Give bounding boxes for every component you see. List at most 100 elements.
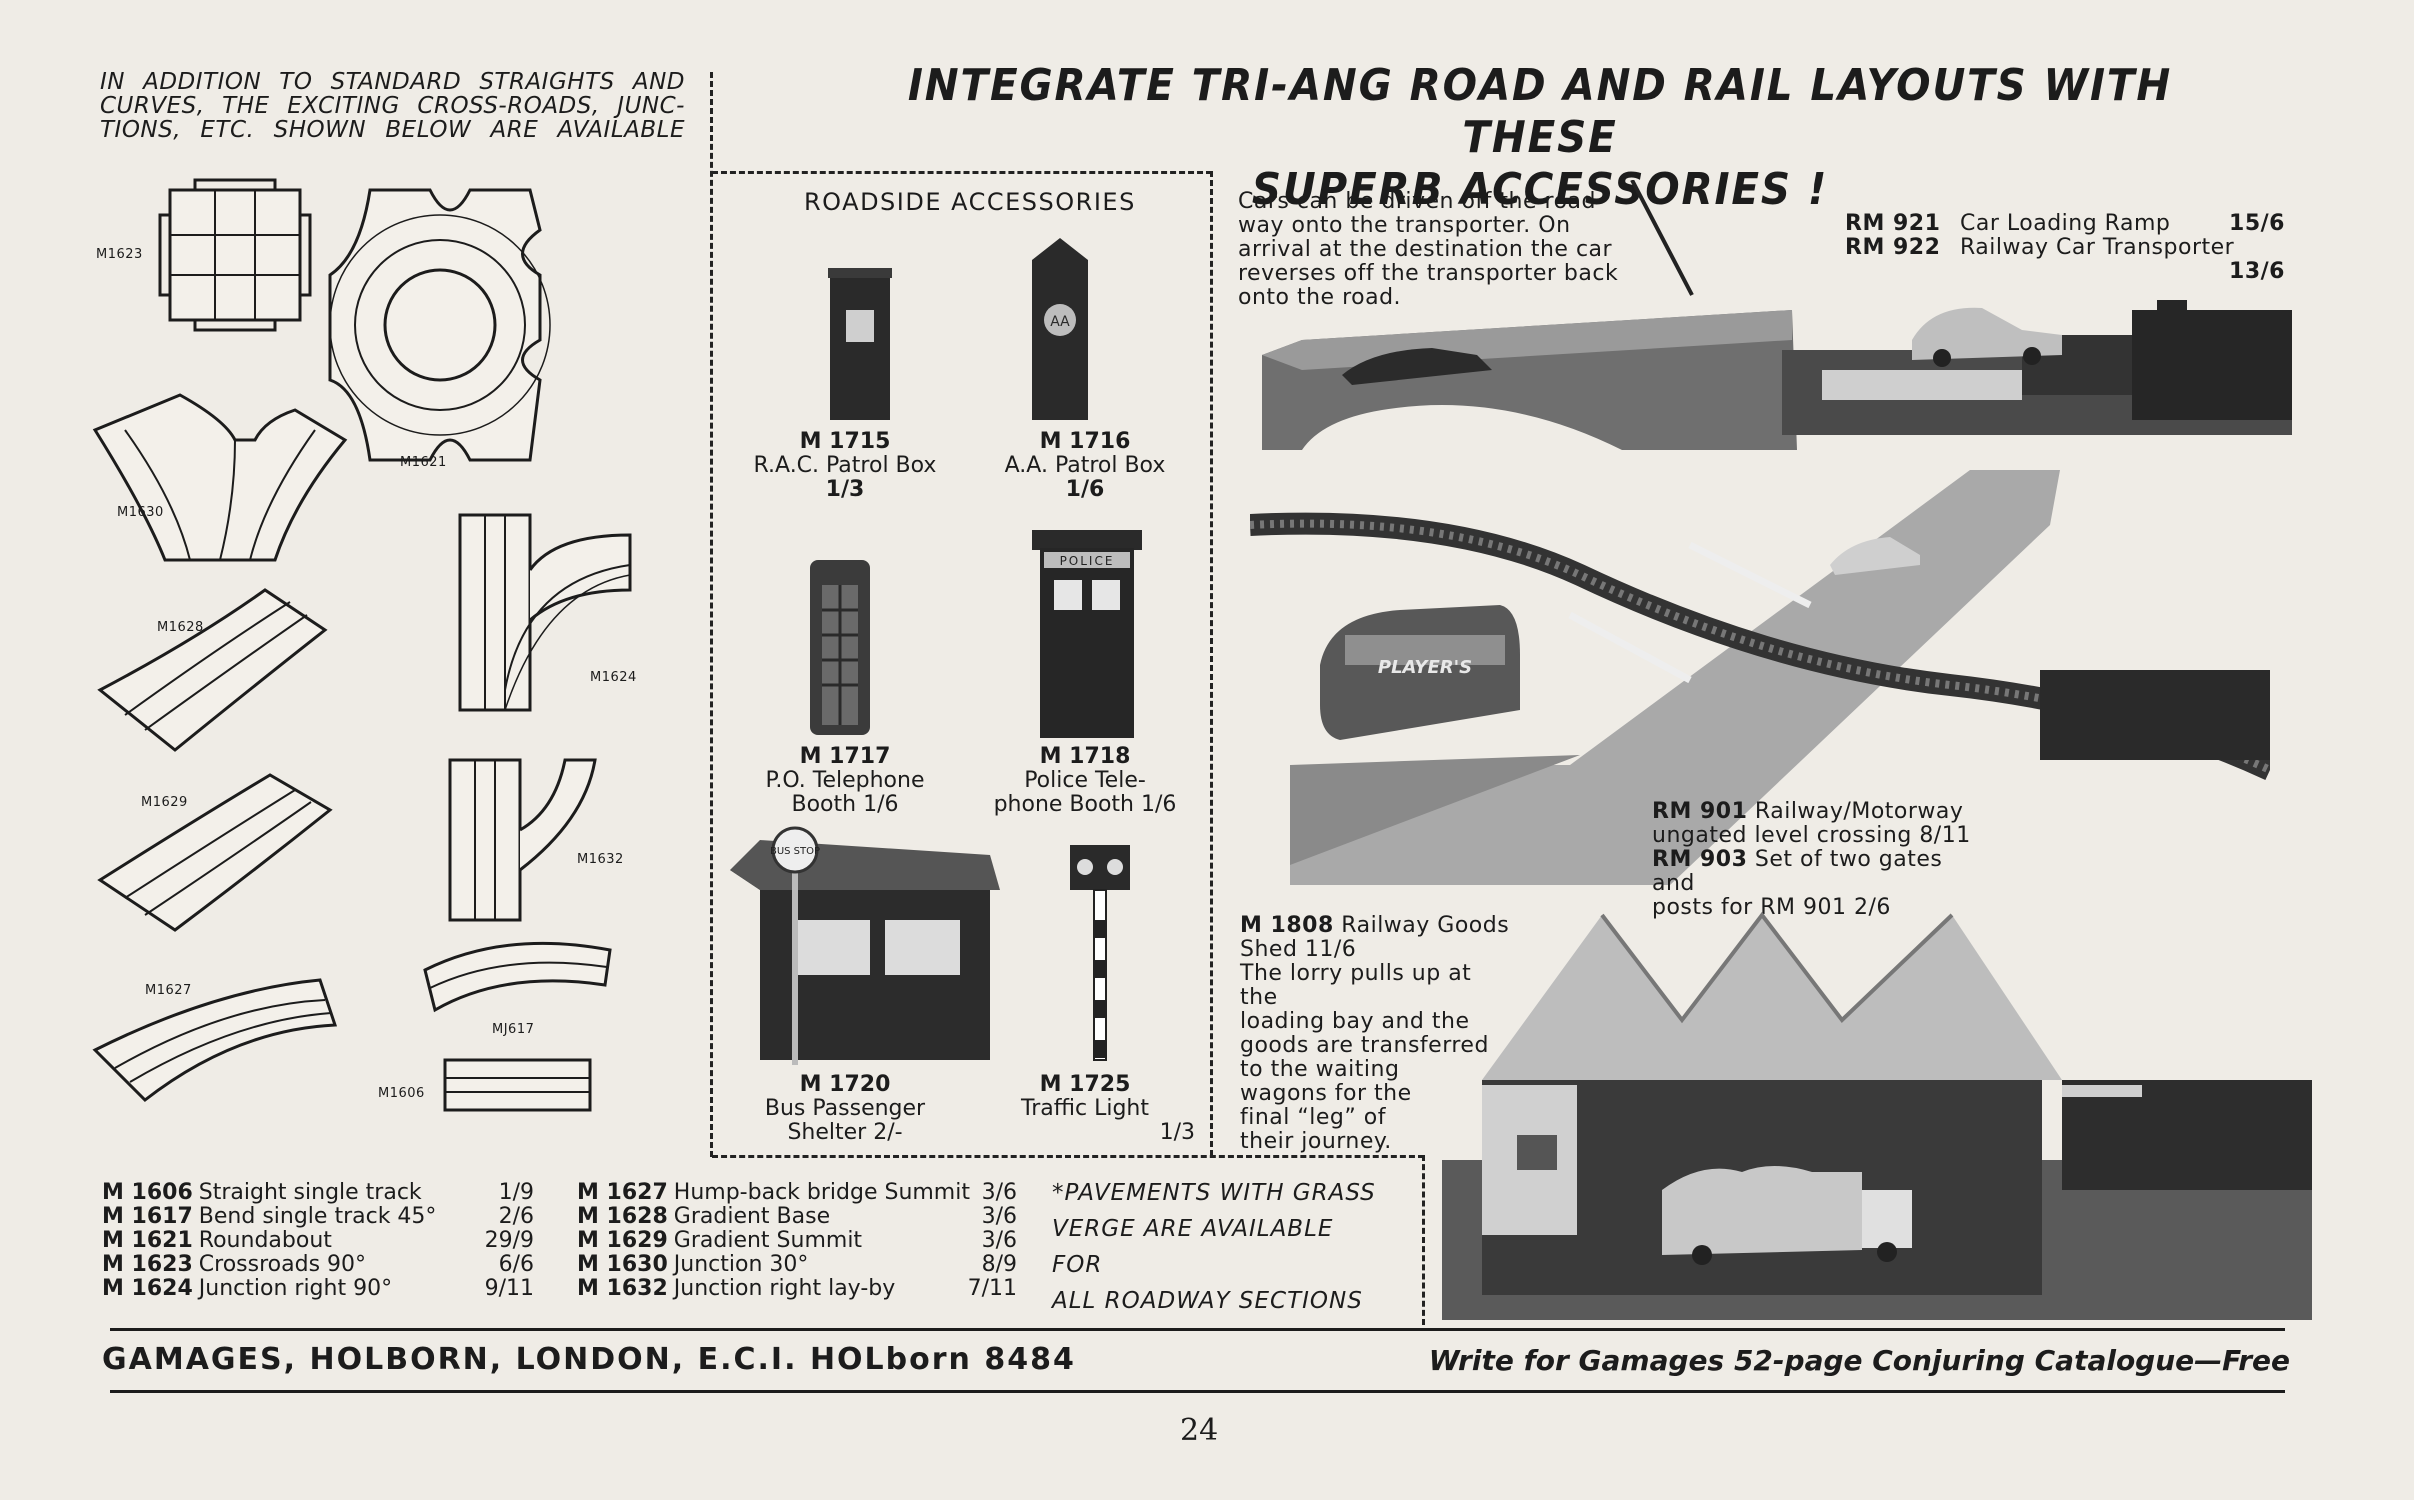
label-m1606: M1606 <box>378 1086 425 1101</box>
caption-line: Traffic Light <box>1021 1096 1149 1121</box>
code-m1808: M 1808 <box>1240 913 1334 938</box>
item-code: M 1632 <box>577 1276 668 1301</box>
bus-passenger-shelter: BUS STOP <box>730 826 1000 1065</box>
headline: INTEGRATE TRI-ANG ROAD AND RAIL LAYOUTS … <box>841 60 2239 216</box>
car-on-road <box>1830 537 1920 575</box>
item-price: 29/9 <box>484 1228 534 1253</box>
goods-line: wagons for the <box>1240 1081 1412 1106</box>
item-name: Junction 30° <box>673 1252 809 1277</box>
police-sign: POLICE <box>1060 554 1115 568</box>
label-m1617: MJ617 <box>492 1022 535 1037</box>
item-name: Junction right 90° <box>198 1276 393 1301</box>
intro-line: IN ADDITION TO STANDARD STRAIGHTS AND <box>100 69 685 95</box>
transporter-photo <box>1262 180 2292 450</box>
code-rm922: RM 922 <box>1845 235 1941 260</box>
caption-line: 1/3 <box>1159 1120 1195 1145</box>
bend-track <box>423 941 612 1013</box>
item-name: Gradient Base <box>673 1204 831 1229</box>
desc-line: reverses off the transporter back <box>1238 261 1619 286</box>
note-line: ALL ROADWAY SECTIONS <box>1052 1288 1363 1314</box>
label-m1623: M1623 <box>96 247 143 262</box>
code-rm903: RM 903 <box>1652 847 1748 872</box>
item-price: 2/6 <box>498 1204 534 1229</box>
bus-stop-sign: BUS STOP <box>770 846 820 857</box>
roadside-illustrations: AA POLICE BUS STOP <box>730 238 1142 1065</box>
caption-m1725: M 1725 Traffic Light 1/3 <box>965 1073 1205 1145</box>
code-m1716: M 1716 <box>1039 429 1131 454</box>
label-m1624: M1624 <box>590 670 637 685</box>
goods-lorry <box>1662 1166 1912 1265</box>
item-code: M 1628 <box>577 1204 668 1229</box>
label-m1628: M1628 <box>157 620 204 635</box>
item-name: Bend single track 45° <box>198 1204 437 1229</box>
divider-note-right <box>1422 1155 1425 1325</box>
level-crossing-photo: PLAYER'S <box>1250 470 2270 885</box>
item-name: Straight single track <box>198 1180 422 1205</box>
label-m1629: M1629 <box>141 795 188 810</box>
item-price: 7/11 <box>967 1276 1017 1301</box>
item-code: M 1627 <box>577 1180 668 1205</box>
police-telephone-booth: POLICE <box>1032 530 1142 738</box>
bus-advert: PLAYER'S <box>1378 657 1472 678</box>
item-code: M 1623 <box>102 1252 193 1277</box>
crossing-line: ungated level crossing 8/11 <box>1652 823 1971 848</box>
price-m1715: 1/3 <box>825 477 865 502</box>
note-line: VERGE ARE AVAILABLE FOR <box>1052 1216 1334 1278</box>
traffic-light <box>1070 845 1130 1061</box>
divider-roadside-right <box>1210 171 1213 1156</box>
label-m1621: M1621 <box>400 455 447 470</box>
pavement-note: *PAVEMENTS WITH GRASS VERGE ARE AVAILABL… <box>1052 1175 1392 1319</box>
name-rm922: Railway Car Transporter <box>1960 235 2235 260</box>
label-m1632: M1632 <box>577 852 624 867</box>
item-code: M 1617 <box>102 1204 193 1229</box>
junction-30-track <box>92 393 348 562</box>
caption-line: Police Tele- <box>1024 768 1146 793</box>
item-price: 3/6 <box>981 1180 1017 1205</box>
intro-text: IN ADDITION TO STANDARD STRAIGHTS AND CU… <box>100 70 685 142</box>
locomotive <box>2132 300 2292 420</box>
crossroads-track <box>158 178 312 332</box>
code-m1718: M 1718 <box>1039 744 1131 769</box>
price-row-rm922: RM 922 Railway Car Transporter <box>1845 236 2285 260</box>
code-m1725: M 1725 <box>1039 1072 1131 1097</box>
caption-line: phone Booth 1/6 <box>993 792 1177 817</box>
label-m1627: M1627 <box>145 983 192 998</box>
caption-line: R.A.C. Patrol Box <box>753 453 937 478</box>
item-price: 9/11 <box>484 1276 534 1301</box>
item-price: 3/6 <box>981 1204 1017 1229</box>
crossing-locomotive <box>2040 670 2270 760</box>
goods-shed-photo <box>1442 911 2312 1320</box>
crossing-text: Set of two gates and <box>1652 847 1943 896</box>
po-telephone-booth <box>810 560 870 735</box>
car-on-transporter <box>1912 307 2062 367</box>
crossing-line: RM 903 Set of two gates and <box>1652 848 1992 896</box>
caption-line: Shelter 2/- <box>787 1120 903 1145</box>
car-on-ramp <box>1342 348 1492 385</box>
caption-m1717: M 1717 P.O. Telephone Booth 1/6 <box>725 745 965 817</box>
item-name: Crossroads 90° <box>198 1252 367 1277</box>
item-code: M 1630 <box>577 1252 668 1277</box>
caption-line: Bus Passenger <box>764 1096 926 1121</box>
item-price: 3/6 <box>981 1228 1017 1253</box>
item-name: Junction right lay-by <box>673 1276 896 1301</box>
crossing-caption: RM 901 Railway/Motorway ungated level cr… <box>1652 800 1992 920</box>
divider-roadside-top <box>712 171 1212 174</box>
caption-m1720: M 1720 Bus Passenger Shelter 2/- <box>725 1073 965 1145</box>
roundabout-track <box>328 188 551 462</box>
rac-patrol-box <box>828 268 892 420</box>
caption-line: Booth 1/6 <box>791 792 899 817</box>
intro-line: CURVES, THE EXCITING CROSS-ROADS, JUNC- <box>100 93 685 119</box>
goods-text: Railway Goods <box>1341 913 1510 938</box>
desc-line: onto the road. <box>1238 285 1402 310</box>
label-m1630: M1630 <box>117 505 164 520</box>
goods-line: to the waiting <box>1240 1057 1400 1082</box>
goods-line: The lorry pulls up at the <box>1240 961 1472 1010</box>
item-code: M 1621 <box>102 1228 193 1253</box>
